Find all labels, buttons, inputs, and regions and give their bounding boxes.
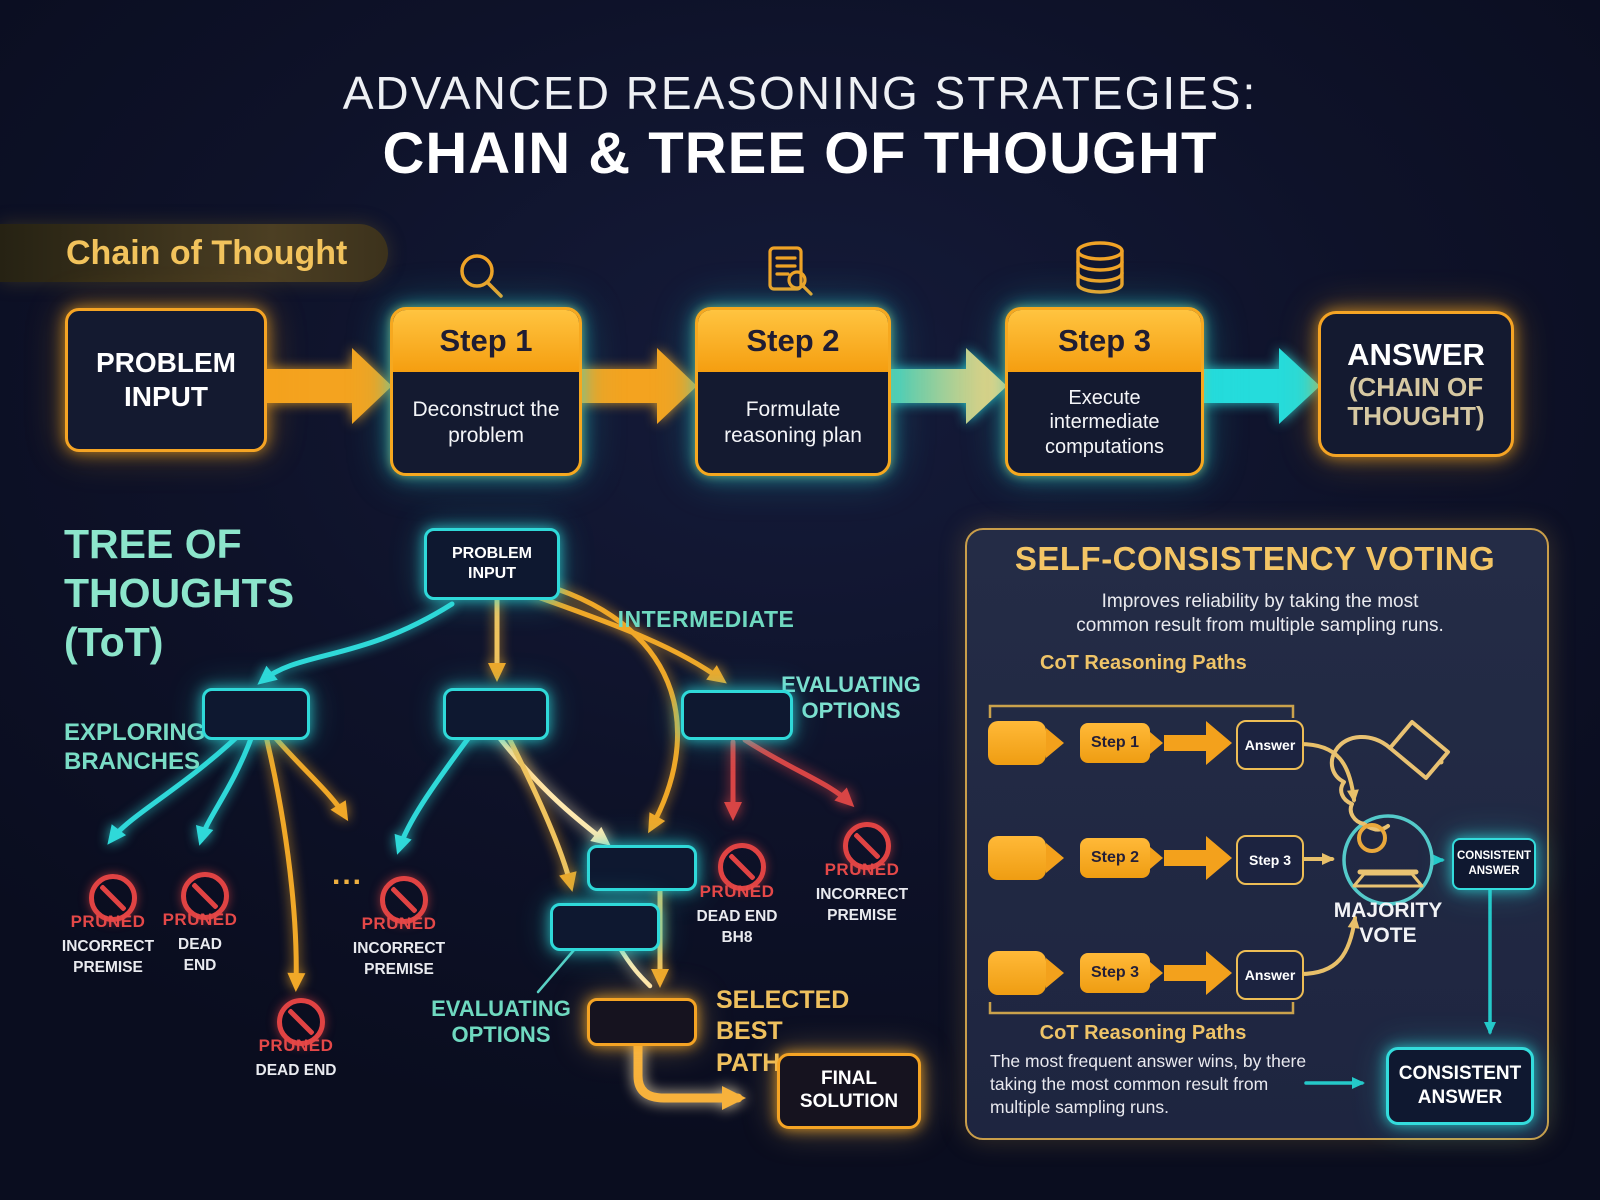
tot-heading-line3: (ToT) <box>64 619 164 665</box>
path3-step-tag: Step 3 <box>1080 953 1150 993</box>
tot-branch-node-left <box>202 688 310 740</box>
cot-step3-header: Step 3 <box>1008 310 1201 372</box>
tot-label-evaluating-top: EVALUATING OPTIONS <box>781 672 921 723</box>
path2-arrow <box>1164 850 1206 866</box>
cot-problem-input-label: PROBLEM INPUT <box>96 347 236 412</box>
path1-step-tag: Step 1 <box>1080 723 1150 763</box>
voting-paths-label-bottom: CoT Reasoning Paths <box>1039 1022 1247 1044</box>
cot-flow-arrow-4 <box>1200 348 1320 424</box>
no-entry-icon <box>718 843 766 891</box>
cot-answer-title: ANSWER <box>1347 336 1485 372</box>
voting-paths-label-top: CoT Reasoning Paths <box>1040 652 1247 674</box>
pruned-label-6: PRUNED <box>824 860 900 879</box>
cot-flow-arrow-1 <box>263 348 392 424</box>
pruned-reason-6: INCORRECT PREMISE <box>815 886 909 924</box>
cot-step2-header: Step 2 <box>698 310 888 372</box>
chain-of-thought-badge-label: Chain of Thought <box>66 234 348 272</box>
pruned-reason-4: INCORRECT PREMISE <box>352 940 446 978</box>
pruned-reason-1: INCORRECT PREMISE <box>61 938 155 976</box>
tot-final-solution-box: FINAL SOLUTION <box>777 1053 921 1129</box>
reasoning-path-start <box>988 951 1046 995</box>
tot-ellipsis: ... <box>332 858 364 891</box>
majority-vote-label: MAJORITY VOTE <box>1333 899 1443 947</box>
tot-branch-node-middle <box>443 688 549 740</box>
tot-heading-line2: THOUGHTS <box>64 570 295 616</box>
tot-label-evaluating-bottom: EVALUATING OPTIONS <box>431 996 571 1047</box>
no-entry-icon <box>277 998 325 1046</box>
cot-step3-desc: Execute intermediate computations <box>1045 386 1164 458</box>
tot-problem-input-node: PROBLEM INPUT <box>424 528 560 600</box>
no-entry-icon <box>89 874 137 922</box>
pruned-label-5: PRUNED <box>699 882 775 901</box>
tot-final-solution-label: FINAL SOLUTION <box>799 1068 899 1112</box>
cot-step1-header: Step 1 <box>393 310 579 372</box>
cot-step2-box: Step 2 Formulate reasoning plan <box>695 307 891 476</box>
pruned-label-4: PRUNED <box>361 914 437 933</box>
pruned-label-3: PRUNED <box>258 1036 334 1055</box>
path1-result-box: Answer <box>1236 720 1304 770</box>
tot-chain-node-b <box>550 903 660 951</box>
cot-flow-arrow-2 <box>578 348 697 424</box>
path3-result-box: Answer <box>1236 950 1304 1000</box>
consistent-answer-box: CONSISTENT ANSWER <box>1386 1047 1534 1125</box>
pruned-reason-5: DEAD END BH8 <box>696 908 778 946</box>
voting-title: SELF-CONSISTENCY VOTING <box>1014 540 1496 577</box>
pruned-reason-3: DEAD END <box>255 1062 337 1079</box>
path1-arrow <box>1164 735 1206 751</box>
cot-answer-box: ANSWER (CHAIN OF THOUGHT) <box>1318 311 1514 457</box>
cot-answer-subtitle: (CHAIN OF THOUGHT) <box>1347 371 1485 431</box>
no-entry-icon <box>380 876 428 924</box>
cot-step1-box: Step 1 Deconstruct the problem <box>390 307 582 476</box>
path3-arrow <box>1164 965 1206 981</box>
no-entry-icon <box>181 872 229 920</box>
voting-footnote: The most frequent answer wins, by there … <box>990 1051 1307 1117</box>
tot-label-intermediate: INTERMEDIATE <box>617 606 795 632</box>
cot-step2-desc: Formulate reasoning plan <box>724 397 862 447</box>
database-icon <box>1076 241 1124 294</box>
tot-problem-input-label: PROBLEM INPUT <box>452 545 532 582</box>
path2-step-tag: Step 2 <box>1080 838 1150 878</box>
no-entry-icon <box>843 822 891 870</box>
self-consistency-panel <box>965 528 1549 1140</box>
reasoning-path-start <box>988 721 1046 765</box>
tot-label-exploring: EXPLORING BRANCHES <box>64 719 206 775</box>
path2-result-box: Step 3 <box>1236 835 1304 885</box>
magnifier-icon <box>460 254 503 298</box>
tot-chain-node-a <box>587 845 697 891</box>
chain-of-thought-badge: Chain of Thought <box>0 224 388 282</box>
reasoning-path-start <box>988 836 1046 880</box>
pruned-reason-2: DEAD END <box>178 936 222 974</box>
cot-step3-box: Step 3 Execute intermediate computations <box>1005 307 1204 476</box>
tot-chain-node-selected <box>587 998 697 1046</box>
voting-subtitle: Improves reliability by taking the most … <box>1076 591 1444 636</box>
cot-problem-input-box: PROBLEM INPUT <box>65 308 267 452</box>
tot-heading: TREE OF THOUGHTS (ToT) <box>64 520 294 667</box>
cot-step1-desc: Deconstruct the problem <box>412 397 560 447</box>
consistent-answer-small-box: CONSISTENT ANSWER <box>1452 838 1536 890</box>
tot-branch-node-right <box>681 690 793 740</box>
pruned-label-2: PRUNED <box>162 910 238 929</box>
page-title-line2: CHAIN & TREE OF THOUGHT <box>382 121 1218 186</box>
cot-flow-arrow-3 <box>887 348 1007 424</box>
document-search-icon <box>768 246 813 296</box>
pruned-label-1: PRUNED <box>70 912 146 931</box>
page-title-line1: ADVANCED REASONING STRATEGIES: <box>342 67 1258 119</box>
tot-heading-line1: TREE OF <box>64 521 242 567</box>
